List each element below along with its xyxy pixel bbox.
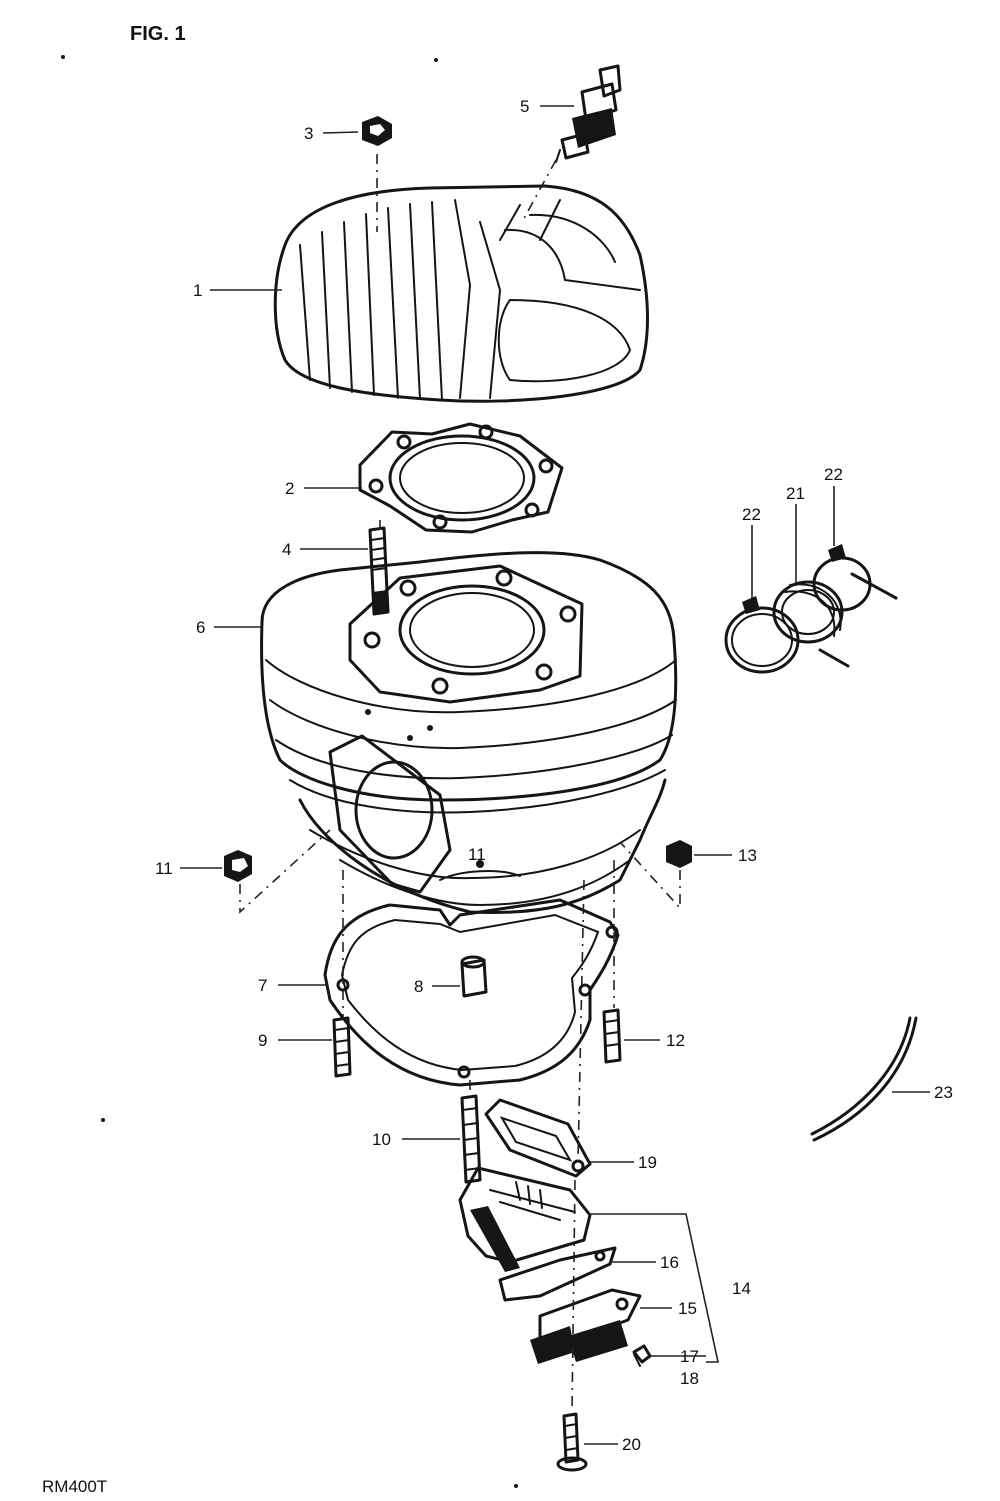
scan-speck [101,1118,105,1122]
stud-12 [602,1008,622,1064]
callout-12: 12 [666,1031,685,1050]
intake-clamp-right [812,544,898,612]
callout-8: 8 [414,977,423,996]
stud-9 [332,1016,352,1078]
callout-10: 10 [372,1130,391,1149]
callout-4: 4 [282,540,291,559]
callout-18: 18 [680,1369,699,1388]
reed-gasket [484,1098,592,1178]
callout-16: 16 [660,1253,679,1272]
head-nut [362,116,392,146]
callout-2: 2 [285,479,294,498]
stud-10 [460,1094,482,1184]
callout-14: 14 [732,1279,751,1298]
callout-23: 23 [934,1083,953,1102]
callout-9: 9 [258,1031,267,1050]
callout-11-port: 11 [468,845,486,864]
spark-plug [555,64,622,163]
callout-7: 7 [258,976,267,995]
head-gasket [358,422,564,534]
model-code: RM400T [42,1477,107,1496]
intake-joint [772,580,850,668]
reed-stopper [498,1246,617,1302]
base-gasket [323,898,620,1087]
figure-label: FIG. 1 [130,23,186,45]
callout-17: 17 [680,1347,699,1366]
nut-right [666,840,692,868]
scan-speck [434,58,438,62]
callout-1: 1 [193,281,202,300]
callout-19: 19 [638,1153,657,1172]
reed-screw [632,1344,652,1367]
scan-speck [61,55,65,59]
callout-21: 21 [786,484,805,503]
alignment-lines [239,154,681,1411]
callout-22-right: 22 [824,465,843,484]
callout-5: 5 [520,97,529,116]
leader-lines [180,105,930,1445]
callout-6: 6 [196,618,205,637]
callout-11-nut: 11 [155,859,173,878]
callout-13: 13 [738,846,757,865]
cylinder [260,551,678,914]
reed-petal [530,1288,642,1364]
callout-labels: 3 5 1 2 4 6 7 8 9 10 11 11 12 13 14 15 1… [155,97,953,1454]
breather-hose [810,1016,918,1142]
callout-3: 3 [304,124,313,143]
scan-speck [514,1484,518,1488]
callout-15: 15 [678,1299,697,1318]
callout-22-left: 22 [742,505,761,524]
cylinder-head [273,184,649,403]
dowel-pin [460,955,488,998]
nut-left [224,850,252,882]
reed-valve-assembly [458,1166,592,1272]
callout-20: 20 [622,1435,641,1454]
reed-bolt [556,1412,588,1472]
